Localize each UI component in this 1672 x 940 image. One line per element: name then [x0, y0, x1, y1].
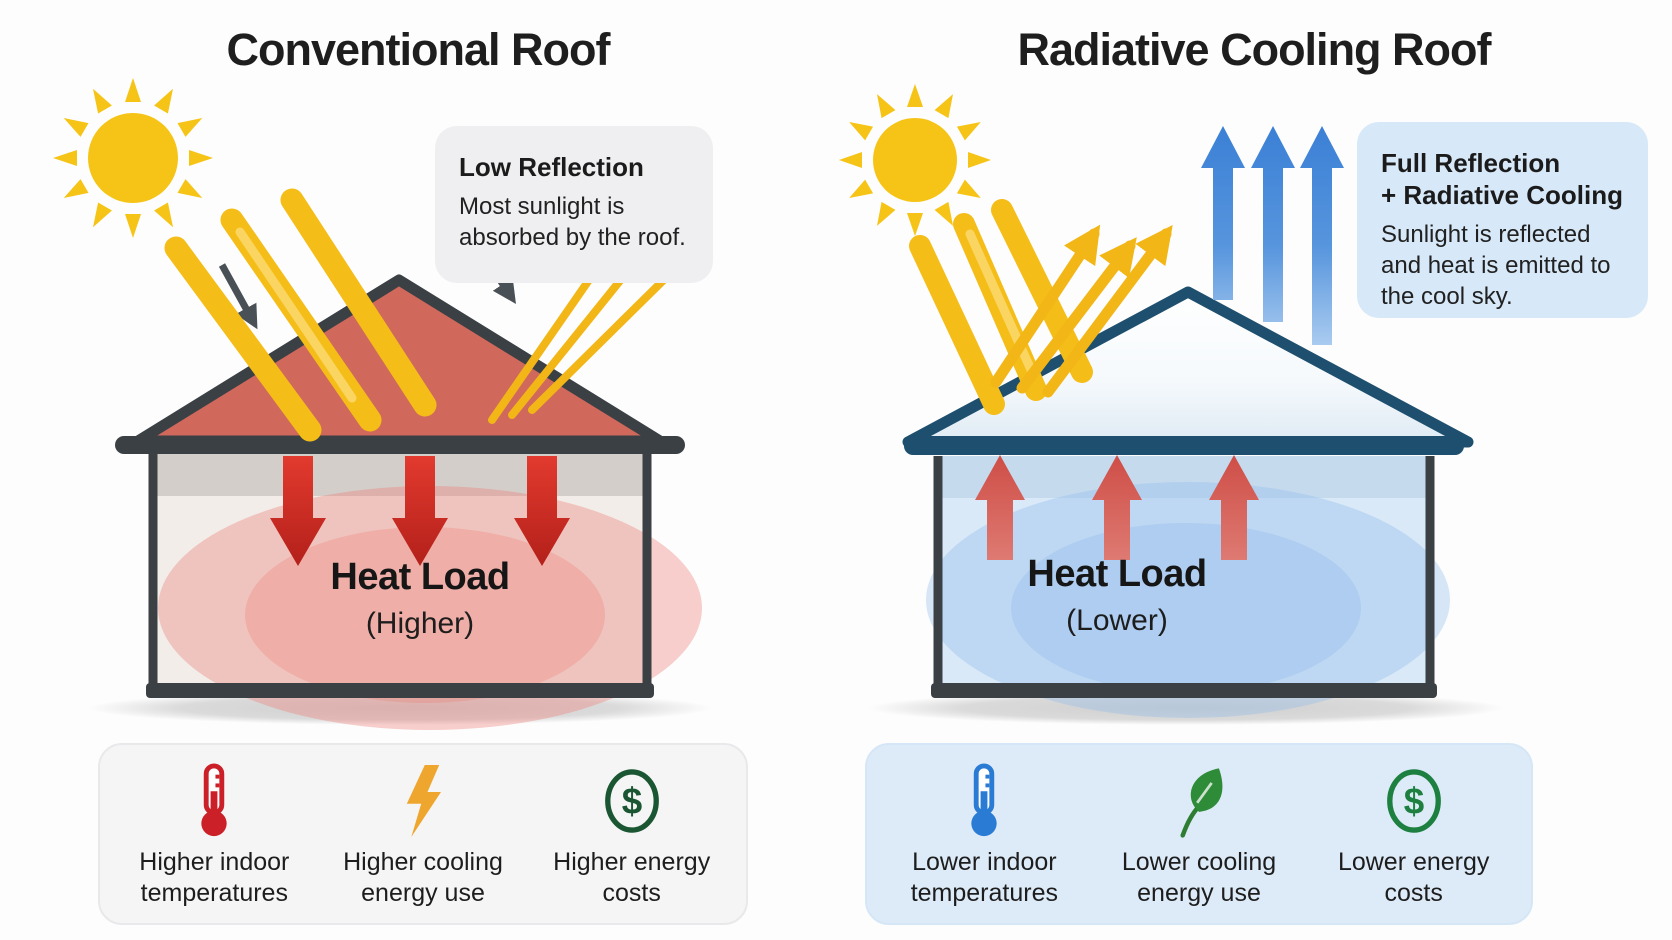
callout-title-line1: Full Reflection: [1381, 148, 1561, 178]
heat-up-arrows: [975, 455, 1259, 560]
sun-icon: [53, 78, 213, 238]
reflected-arrows: [990, 224, 1173, 398]
roof-eave: [115, 436, 685, 454]
benefit-label: Lower indoor temperatures: [910, 848, 1058, 907]
heat-load-higher: Heat Load (Higher): [170, 556, 670, 641]
benefit-item: $ Higher energy costs: [527, 763, 736, 909]
benefit-label: Lower cooling energy use: [1121, 848, 1277, 907]
callout-body: Most sunlight is absorbed by the roof.: [459, 193, 686, 251]
benefit-item: Lower indoor temperatures: [877, 763, 1092, 909]
benefit-label: Lower energy costs: [1337, 848, 1490, 907]
heat-load-lower: Heat Load (Lower): [867, 553, 1367, 638]
radiative-benefits-panel: Lower indoor temperatures Lower cooling …: [865, 743, 1533, 925]
lightning-icon: [396, 763, 450, 839]
svg-text:$: $: [1403, 781, 1423, 822]
thermometer-icon: [963, 763, 1005, 839]
house-shadow: [88, 691, 712, 725]
sun-icon: [839, 84, 991, 236]
heat-down-arrows: [270, 456, 570, 566]
callout-body: Sunlight is reflected and heat is emitte…: [1381, 221, 1611, 310]
full-reflection-callout: Full Reflection + Radiative Cooling Sunl…: [1357, 122, 1648, 318]
callout-title: Low Reflection: [459, 152, 644, 182]
benefit-item: Higher cooling energy use: [319, 763, 528, 909]
benefit-item: Higher indoor temperatures: [110, 763, 319, 909]
roof-eave: [904, 436, 1464, 455]
callout-title-line2: + Radiative Cooling: [1381, 180, 1623, 210]
house-walls: [146, 452, 702, 730]
radiative-cooling-arrows: [1201, 126, 1344, 345]
dollar-circle-icon: $: [1383, 763, 1445, 839]
thermometer-icon: [193, 763, 235, 839]
radiative-cooling-roof-illustration: [839, 84, 1504, 725]
heat-load-label: Heat Load: [1027, 553, 1207, 595]
conventional-benefits-panel: Higher indoor temperatures Higher coolin…: [98, 743, 748, 925]
leaf-icon: [1167, 763, 1231, 839]
benefit-item: Lower cooling energy use: [1092, 763, 1307, 909]
sunbeam-sheen: [235, 227, 357, 403]
radiative-cooling-roof-title: Radiative Cooling Roof: [1017, 24, 1492, 75]
low-reflection-callout: Low Reflection Most sunlight is absorbed…: [435, 126, 713, 283]
benefit-label: Higher cooling energy use: [343, 848, 503, 907]
house-shadow: [868, 691, 1504, 725]
heat-load-label: Heat Load: [330, 556, 510, 598]
benefit-label: Higher indoor temperatures: [139, 848, 290, 907]
conventional-roof-title: Conventional Roof: [226, 24, 611, 75]
conventional-roof-illustration: [53, 78, 712, 730]
dollar-circle-icon: $: [601, 763, 663, 839]
heat-load-qualifier: (Lower): [1066, 604, 1168, 637]
benefit-item: $ Lower energy costs: [1306, 763, 1521, 909]
benefit-label: Higher energy costs: [553, 848, 711, 907]
heat-load-qualifier: (Higher): [365, 607, 475, 640]
svg-text:$: $: [621, 781, 641, 822]
